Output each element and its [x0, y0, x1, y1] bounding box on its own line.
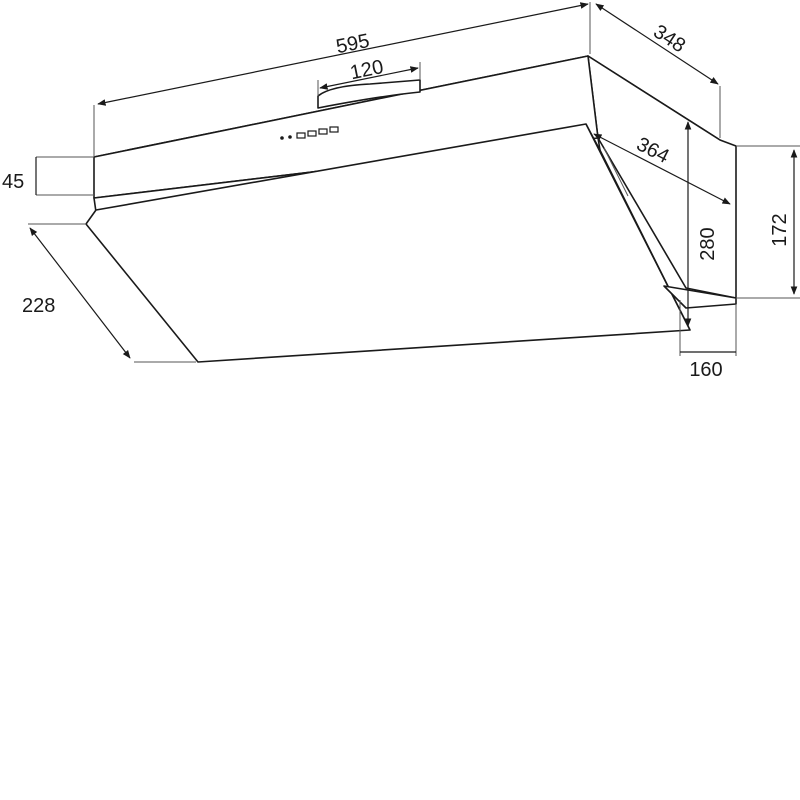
label-duct-collar: 120	[348, 56, 385, 84]
hood-body	[85, 55, 737, 363]
control-button	[318, 128, 328, 135]
dim-line-visor-depth	[29, 227, 131, 359]
dim-line-duct	[319, 66, 419, 90]
label-depth-top: 348	[649, 21, 689, 58]
button-row-icon	[280, 136, 284, 140]
label-rear-depth: 160	[689, 359, 722, 381]
label-front-height: 45	[2, 171, 24, 193]
label-total-height: 280	[697, 227, 719, 260]
hood-visor-panel	[85, 123, 691, 363]
control-button	[307, 130, 317, 137]
control-button	[296, 132, 306, 139]
button-dot-icon	[288, 135, 292, 139]
control-button	[329, 126, 339, 133]
label-visor-depth: 228	[22, 295, 55, 317]
control-buttons	[280, 126, 339, 140]
dim-line-width	[97, 2, 589, 106]
dim-line-depth-top	[595, 3, 719, 85]
label-width: 595	[334, 30, 371, 58]
dimension-lines	[28, 2, 800, 363]
dim-line-depth-front	[593, 133, 731, 205]
label-side-height: 172	[769, 213, 791, 246]
